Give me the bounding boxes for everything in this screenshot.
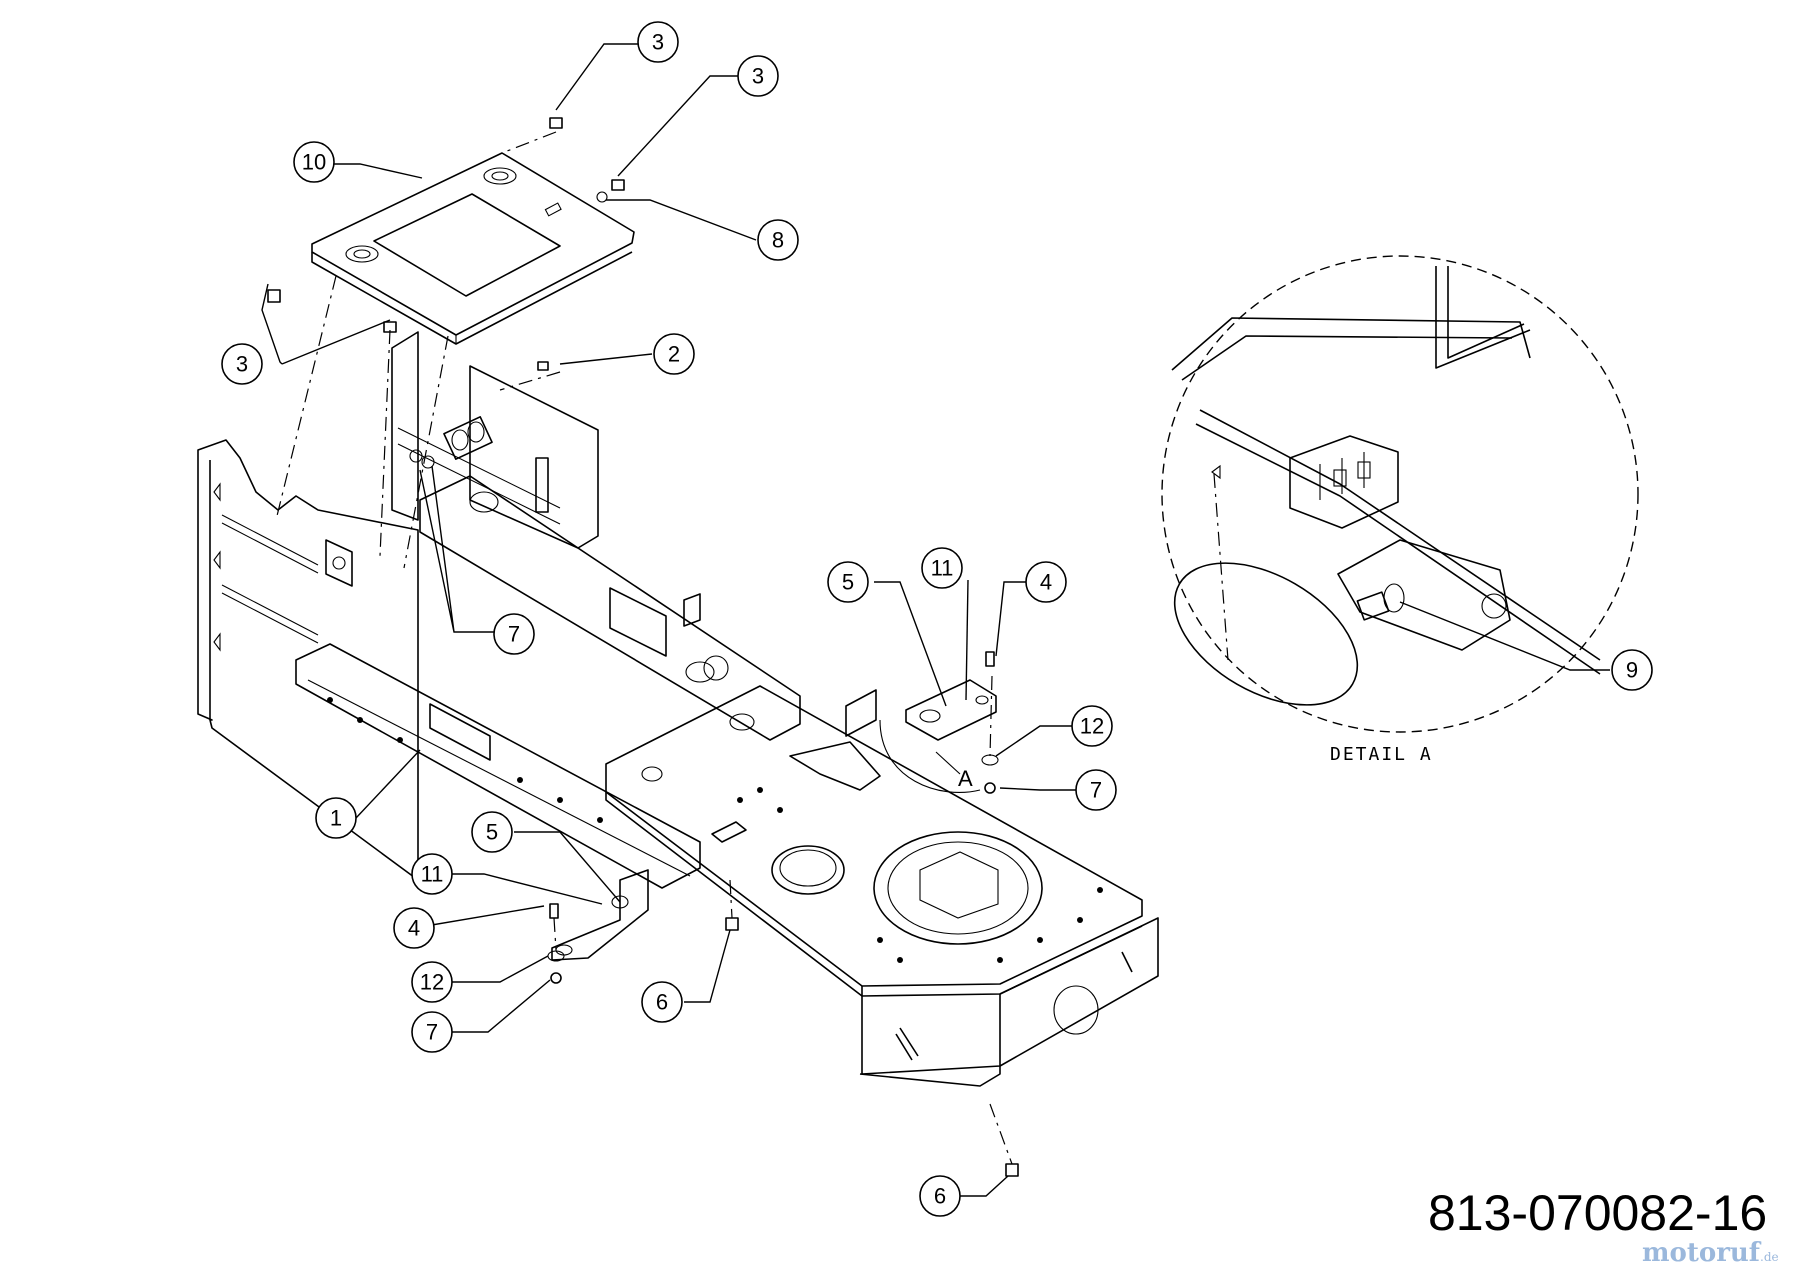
detail-bolt xyxy=(1356,583,1405,621)
svg-text:12: 12 xyxy=(1080,714,1104,739)
svg-text:3: 3 xyxy=(236,352,248,377)
svg-text:6: 6 xyxy=(656,990,668,1015)
callout-bubble: 11 xyxy=(921,547,963,589)
svg-text:7: 7 xyxy=(426,1020,438,1045)
detail-marker-letter: A xyxy=(958,766,973,791)
detail-a-label: DETAIL A xyxy=(1330,744,1433,765)
switch-panel xyxy=(391,331,599,549)
detail-switch-connector xyxy=(1289,435,1399,529)
callout-bubble: 6 xyxy=(919,1175,961,1217)
svg-text:5: 5 xyxy=(486,820,498,845)
svg-text:4: 4 xyxy=(1040,570,1052,595)
svg-text:11: 11 xyxy=(421,862,444,887)
svg-text:7: 7 xyxy=(1090,778,1102,803)
callouts: 3 3 10 8 3 2 7 1 5 11 4 12 7 5 11 4 12 7… xyxy=(221,21,1653,1217)
callout-bubble: 12 xyxy=(411,961,453,1003)
callout-bubble: 4 xyxy=(393,907,435,949)
callout-bubble: 10 xyxy=(293,141,335,183)
callout-bubble: 5 xyxy=(827,561,869,603)
svg-text:10: 10 xyxy=(302,150,326,175)
callout-bubble: 7 xyxy=(493,613,535,655)
bracket-right xyxy=(905,679,997,741)
svg-text:3: 3 xyxy=(652,30,664,55)
leader-lines xyxy=(261,43,1610,1197)
callout-bubble: 6 xyxy=(641,981,683,1023)
svg-text:6: 6 xyxy=(934,1184,946,1209)
callout-bubble: 7 xyxy=(1075,769,1117,811)
svg-text:4: 4 xyxy=(408,916,420,941)
watermark-suffix: .de xyxy=(1760,1250,1779,1264)
callout-bubble: 2 xyxy=(653,333,695,375)
callout-bubble: 7 xyxy=(411,1011,453,1053)
part-number: 813-070082-16 xyxy=(1428,1185,1768,1241)
callout-bubble: 4 xyxy=(1025,561,1067,603)
hardware xyxy=(267,117,1019,1177)
watermark-name: motoruf xyxy=(1642,1238,1760,1268)
svg-text:7: 7 xyxy=(508,622,520,647)
callout-bubble: 3 xyxy=(637,21,679,63)
alignment-lines xyxy=(275,131,1013,1165)
callout-bubble: 12 xyxy=(1071,705,1113,747)
callout-bubble: 1 xyxy=(315,797,357,839)
detail-a-marker: A xyxy=(879,719,981,793)
svg-text:1: 1 xyxy=(330,806,342,831)
callout-bubble: 3 xyxy=(221,343,263,385)
svg-text:11: 11 xyxy=(931,556,954,581)
callout-bubble: 5 xyxy=(471,811,513,853)
frame-holes xyxy=(327,697,1103,963)
svg-text:5: 5 xyxy=(842,570,854,595)
callout-bubble: 3 xyxy=(737,55,779,97)
svg-text:9: 9 xyxy=(1626,658,1638,683)
svg-text:3: 3 xyxy=(752,64,764,89)
callout-bubble: 8 xyxy=(757,219,799,261)
main-frame xyxy=(295,475,1159,1087)
detail-a-view: DETAIL A xyxy=(1161,255,1639,765)
rear-frame-plate xyxy=(197,439,419,881)
ignition-switch xyxy=(443,416,493,460)
watermark-logo: motoruf.de xyxy=(1642,1238,1779,1268)
bracket-left xyxy=(551,869,649,961)
callout-bubble: 9 xyxy=(1611,649,1653,691)
callout-bubble: 11 xyxy=(411,853,453,895)
svg-text:8: 8 xyxy=(772,228,784,253)
svg-text:2: 2 xyxy=(668,342,680,367)
dash-plate xyxy=(311,152,635,345)
svg-text:12: 12 xyxy=(420,970,444,995)
